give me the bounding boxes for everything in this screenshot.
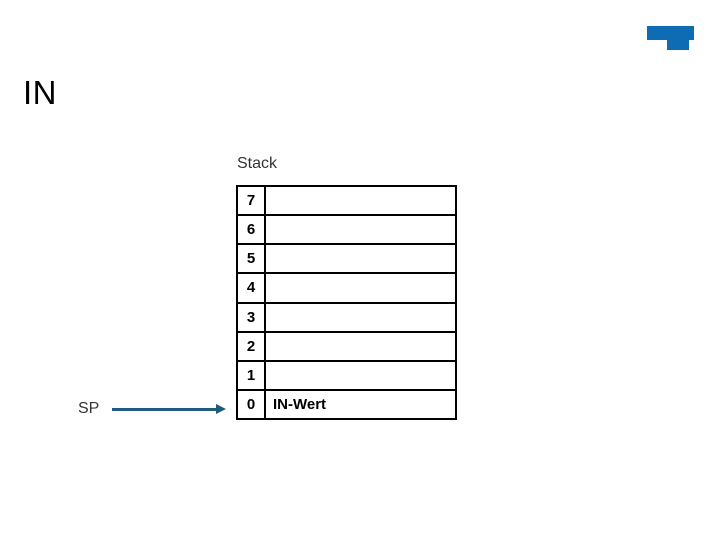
slide-title: IN <box>23 74 57 111</box>
stack-label: Stack <box>237 155 278 172</box>
stack-index-cell: 1 <box>236 359 266 391</box>
stack-index-cell: 3 <box>236 301 266 333</box>
stack-row-2: 2 <box>236 330 457 362</box>
stack-value-cell <box>264 184 457 217</box>
stack-value-cell <box>264 359 457 391</box>
arrow-line <box>112 408 217 411</box>
stack-value-cell <box>264 214 457 246</box>
stack-value-cell <box>264 330 457 362</box>
stack-row-5: 5 <box>236 243 457 275</box>
stack-table-body: 7 6 5 4 3 2 1 <box>236 184 457 421</box>
stack-row-1: 1 <box>236 359 457 391</box>
stack-row-0: 0 IN-Wert <box>236 388 457 421</box>
stack-value-cell: IN-Wert <box>264 388 457 421</box>
logo-bar-shape <box>647 26 694 40</box>
stack-value-cell <box>264 301 457 333</box>
stack-index-cell: 7 <box>236 184 266 217</box>
stack-row-6: 6 <box>236 214 457 246</box>
stack-row-7: 7 <box>236 184 457 217</box>
stack-table: 7 6 5 4 3 2 1 <box>236 184 457 421</box>
arrow-head <box>216 403 226 414</box>
sp-arrow-icon <box>112 403 226 415</box>
stack-row-3: 3 <box>236 301 457 333</box>
stack-index-cell: 4 <box>236 272 266 304</box>
logo <box>647 26 694 50</box>
stack-value-cell <box>264 272 457 304</box>
stack-index-cell: 6 <box>236 214 266 246</box>
stack-index-cell: 0 <box>236 388 266 421</box>
sp-label: SP <box>78 400 100 417</box>
stack-index-cell: 5 <box>236 243 266 275</box>
stack-index-cell: 2 <box>236 330 266 362</box>
stack-value-cell <box>264 243 457 275</box>
logo-stem-shape <box>667 40 689 50</box>
stack-row-4: 4 <box>236 272 457 304</box>
